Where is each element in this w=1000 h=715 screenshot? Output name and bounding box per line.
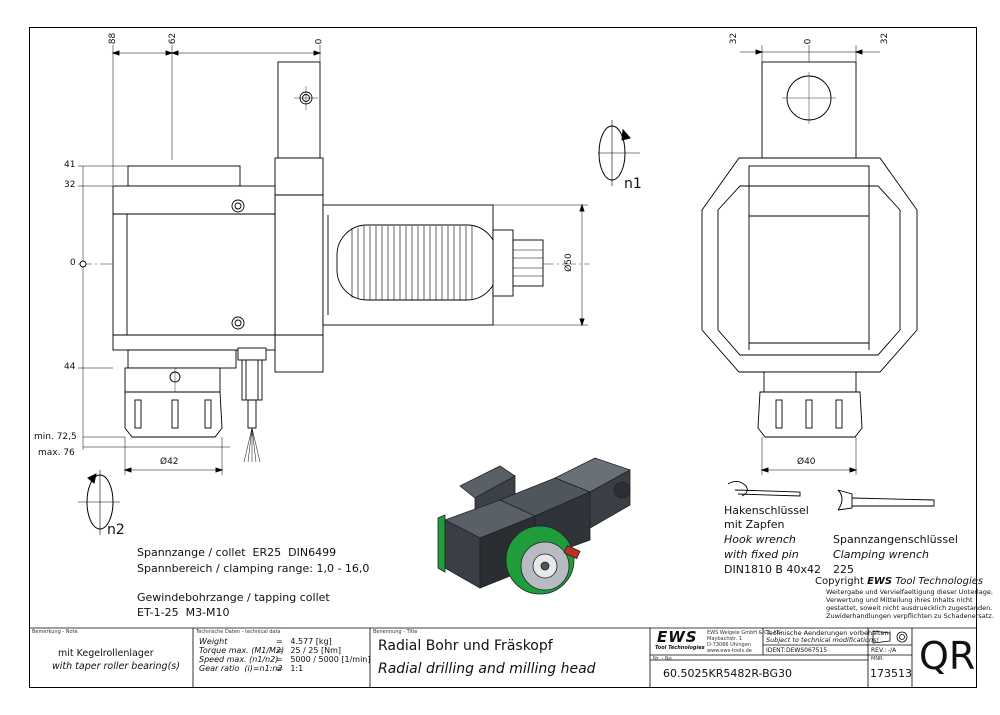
remark-en: with taper roller bearing(s) xyxy=(52,661,180,672)
dim-dia-40: Ø40 xyxy=(797,457,816,467)
copyright-line-2: Verwertung und Mitteilung ihres Inhalts … xyxy=(826,596,973,604)
hook-wrench-de-1: Hakenschlüssel xyxy=(724,504,809,517)
rotation-symbol-n2 xyxy=(78,470,120,535)
rotation-label-n1: n1 xyxy=(624,176,642,192)
dim-max: max. 76 xyxy=(38,448,75,458)
front-view xyxy=(701,45,918,475)
ident-label: IDENT: xyxy=(766,647,786,654)
ident-value: DEWS067515 xyxy=(786,647,828,654)
tech-data-label: Technische Daten - technical data xyxy=(196,629,281,635)
copyright-line-3: gestattet, soweit nicht ausdruecklich zu… xyxy=(826,604,993,612)
torque-value: = 25 / 25 [Nm] xyxy=(276,646,342,655)
spec-clamping-range: Spannbereich / clamping range: 1,0 - 16,… xyxy=(137,562,370,575)
ews-logo: EWS xyxy=(657,628,698,646)
copyright-line-4: Zuwiderhandlungen verpflichten zu Schade… xyxy=(826,612,994,620)
dim-32: 32 xyxy=(64,180,76,190)
mnr-value: 173513 xyxy=(870,667,912,680)
copyright-line-1: Weitergabe und Vervielfaeltigung dieser … xyxy=(826,588,993,596)
dim-dia-42: Ø42 xyxy=(160,457,179,467)
torque-label: Torque max. (M1/M2) xyxy=(199,646,285,655)
dim-32-right: 32 xyxy=(880,32,891,45)
clamp-wrench-en: Clamping wrench xyxy=(833,548,929,561)
company-line-2: Maybachstr. 1 xyxy=(707,636,743,642)
dim-62: 62 xyxy=(168,32,179,45)
remark-label: Bemerkung - Note xyxy=(32,629,78,635)
copyright-brand: EWS xyxy=(867,576,893,587)
dim-88: 88 xyxy=(108,32,119,45)
clamping-wrench-sketch xyxy=(837,489,935,511)
speed-value: = 5000 / 5000 [1/min] xyxy=(276,655,371,664)
rotation-symbol-n1 xyxy=(598,120,640,186)
title-en: Radial drilling and milling head xyxy=(378,661,596,677)
title-label: Benennung - Title xyxy=(373,629,418,635)
clamp-wrench-de: Spannzangenschlüssel xyxy=(833,533,958,546)
ratio-value: = 1:1 xyxy=(276,664,304,673)
copyright-pre: Copyright xyxy=(815,576,864,587)
copyright-headline: Copyright EWS Tool Technologies xyxy=(815,577,983,587)
hook-wrench-din: DIN1810 B 40x42 xyxy=(724,563,821,576)
dim-44: 44 xyxy=(64,362,76,372)
rev-value: -/A xyxy=(888,647,897,654)
qr-label: QR xyxy=(919,634,976,678)
speed-label: Speed max. (n1/n2) xyxy=(199,655,279,664)
dim-0-left: 0 xyxy=(70,258,76,268)
number-label: Nr. - No. xyxy=(653,656,674,662)
hook-wrench-en-2: with fixed pin xyxy=(724,548,799,561)
ratio-label: Gear ratio (i)=n1:n2 xyxy=(199,664,283,673)
company-line-3: D-73066 Uhingen xyxy=(707,642,751,648)
side-view xyxy=(78,45,590,475)
dim-32-left: 32 xyxy=(729,32,740,45)
hook-wrench-sketch xyxy=(727,481,801,497)
company-line-1: EWS Weigele GmbH & Co. KG xyxy=(707,630,781,636)
rotation-label-n2: n2 xyxy=(107,522,125,538)
dim-min: min. 72,5 xyxy=(34,432,77,442)
dim-41: 41 xyxy=(64,160,76,170)
clamp-wrench-size: 225 xyxy=(833,563,854,576)
weight-value: = 4.577 [kg] xyxy=(276,637,332,646)
spec-tapping-value: ET-1-25 M3-M10 xyxy=(137,606,230,619)
sheet-border xyxy=(29,27,977,688)
title-de: Radial Bohr und Fräskopf xyxy=(378,638,553,654)
dim-0-top: 0 xyxy=(314,38,325,45)
ews-logo-sub: Tool Technologies xyxy=(655,645,705,651)
mnr-label: MNR. xyxy=(871,656,884,662)
company-line-4: www.ews-tools.de xyxy=(707,648,752,654)
changes-en: Subject to technical modifications! xyxy=(766,636,879,644)
isometric-3d-view xyxy=(437,457,631,595)
remark-de: mit Kegelrollenlager xyxy=(58,648,154,659)
weight-label: Weight xyxy=(199,637,228,646)
part-number: 60.5025KR5482R-BG30 xyxy=(663,667,792,680)
title-block-grid xyxy=(29,627,976,687)
projection-symbol xyxy=(872,630,908,644)
copyright-post: Tool Technologies xyxy=(895,576,984,587)
spec-collet: Spannzange / collet ER25 DIN6499 xyxy=(137,546,337,559)
hook-wrench-en-1: Hook wrench xyxy=(724,533,796,546)
changes-de: Technische Aenderungen vorbehalten! xyxy=(766,629,892,637)
hook-wrench-de-2: mit Zapfen xyxy=(724,518,785,531)
dim-0-front: 0 xyxy=(803,38,814,45)
dim-dia-50: Ø50 xyxy=(563,253,574,272)
spec-tapping-collet: Gewindebohrzange / tapping collet xyxy=(137,591,330,604)
rev-label: REV.: xyxy=(871,647,887,654)
